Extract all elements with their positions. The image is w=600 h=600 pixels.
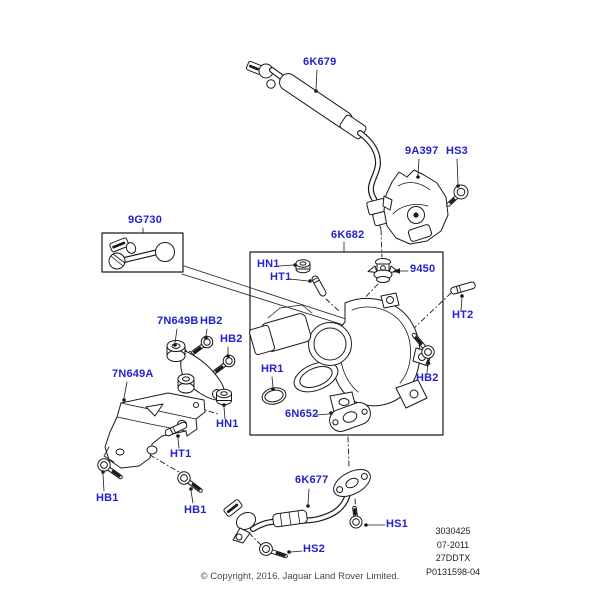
stud-ht2-drawing (450, 281, 476, 295)
bolt-hb2-a-drawing (191, 335, 214, 355)
part-label-ht2: HT2 (452, 309, 474, 321)
part-label-9450: 9450 (410, 263, 436, 275)
part-label-hs3: HS3 (446, 145, 468, 157)
drawing-reference-stamp: 3030425 07-2011 27DDTX P0131598-04 (412, 525, 494, 579)
part-label-9a397: 9A397 (405, 145, 439, 157)
part-label-hb1-a: HB1 (96, 492, 119, 504)
part-9450-clamp-drawing (367, 258, 399, 283)
part-label-hs1: HS1 (386, 518, 408, 530)
stud-ht1-b-drawing (164, 421, 188, 437)
part-label-6k679: 6K679 (303, 56, 337, 68)
part-label-7n649a: 7N649A (112, 368, 154, 380)
screw-hs1-drawing (349, 505, 363, 529)
part-label-6n652: 6N652 (285, 408, 319, 420)
oring-hr1-drawing (261, 387, 287, 405)
pointer-lines-9g730 (181, 265, 353, 328)
part-label-ht1-b: HT1 (170, 448, 192, 460)
part-9a397-heat-shield-drawing (382, 169, 449, 245)
box-9g730 (101, 232, 184, 273)
part-label-hb2-c: HB2 (416, 372, 439, 384)
part-label-hr1: HR1 (261, 363, 284, 375)
screw-hs3-drawing (446, 184, 469, 207)
nut-hn1-a-drawing (295, 259, 311, 274)
bolt-hb2-b-drawing (213, 354, 236, 374)
part-label-hb2-b: HB2 (220, 333, 243, 345)
part-label-hn1-b: HN1 (216, 418, 239, 430)
part-6k677-oil-return-pipe-drawing (223, 468, 371, 544)
stamp-line-3: 27DDTX (435, 553, 471, 563)
copyright-notice: © Copyright, 2016. Jaguar Land Rover Lim… (200, 571, 400, 582)
leader-lines (101, 69, 464, 554)
part-label-hn1-a: HN1 (257, 258, 280, 270)
part-label-ht1-a: HT1 (270, 271, 292, 283)
part-6k679-oil-feed-tube-drawing (246, 60, 389, 230)
part-label-hb1-b: HB1 (184, 504, 207, 516)
part-label-6k677: 6K677 (295, 474, 329, 486)
part-label-9g730: 9G730 (128, 214, 163, 226)
stamp-line-4: P0131598-04 (425, 566, 481, 577)
part-7n649a-bracket-drawing (103, 392, 206, 469)
part-label-7n649b: 7N649B (157, 315, 199, 327)
stamp-line-1: 3030425 (435, 526, 471, 536)
nut-hn1-b-drawing (216, 388, 232, 406)
bolt-hb1-b-drawing (177, 471, 203, 493)
bolt-hb2-c-drawing (411, 332, 435, 359)
stud-ht1-a-drawing (311, 275, 327, 297)
gasket-6n652-drawing (329, 402, 371, 432)
part-label-hs2: HS2 (303, 543, 325, 555)
part-label-hb2-a: HB2 (200, 315, 223, 327)
part-label-6k682: 6K682 (331, 229, 365, 241)
screw-hs2-drawing (259, 542, 288, 559)
box-6k682 (249, 251, 444, 436)
stamp-line-2: 07-2011 (436, 539, 470, 550)
part-9g730-fitting-drawing (108, 237, 175, 270)
part-7n649b-bracket-drawing (166, 340, 225, 401)
